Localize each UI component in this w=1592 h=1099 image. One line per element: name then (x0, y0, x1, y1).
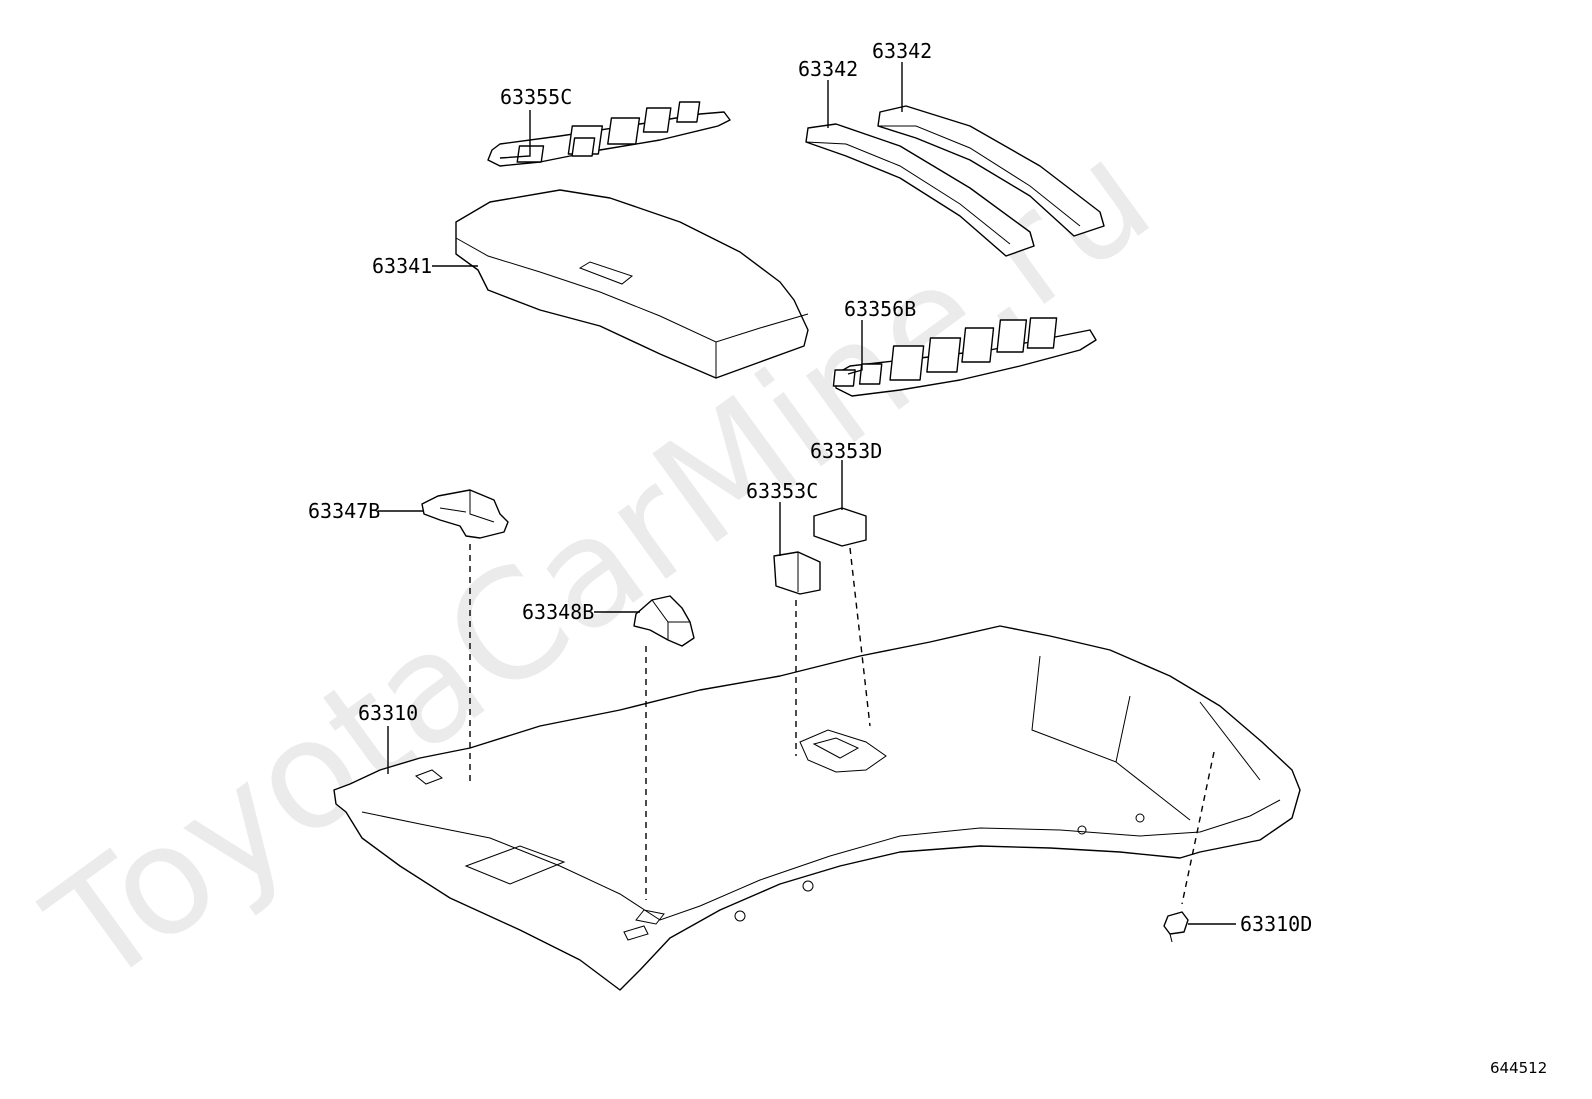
label-63341[interactable]: 63341 (372, 254, 432, 278)
part-63348B-drawing (633, 595, 695, 647)
label-63353D[interactable]: 63353D (810, 439, 882, 463)
label-63348B[interactable]: 63348B (522, 600, 594, 624)
leader-lines (378, 62, 1236, 925)
part-63347B-drawing (421, 489, 509, 539)
part-63310-drawing (333, 625, 1301, 991)
label-63342-left[interactable]: 63342 (798, 57, 858, 81)
part-63310D-drawing (1163, 911, 1189, 943)
label-63355C[interactable]: 63355C (500, 85, 572, 109)
part-labels: 63355C 63342 63342 63341 63356B 63353D 6… (308, 39, 1312, 936)
part-63356B-drawing (832, 317, 1097, 397)
label-63347B[interactable]: 63347B (308, 499, 380, 523)
part-63353C-drawing (773, 551, 821, 595)
label-63353C[interactable]: 63353C (746, 479, 818, 503)
label-63356B[interactable]: 63356B (844, 297, 916, 321)
label-63342-right[interactable]: 63342 (872, 39, 932, 63)
diagram-code: 644512 (1490, 1059, 1547, 1077)
label-63310[interactable]: 63310 (358, 701, 418, 725)
assembly-lines (469, 544, 1215, 905)
part-63353D-drawing (813, 507, 867, 547)
label-63310D[interactable]: 63310D (1240, 912, 1312, 936)
part-63341-drawing (455, 189, 809, 379)
part-63342-strip-left (805, 123, 1035, 257)
part-63342-strip-right (877, 105, 1105, 237)
